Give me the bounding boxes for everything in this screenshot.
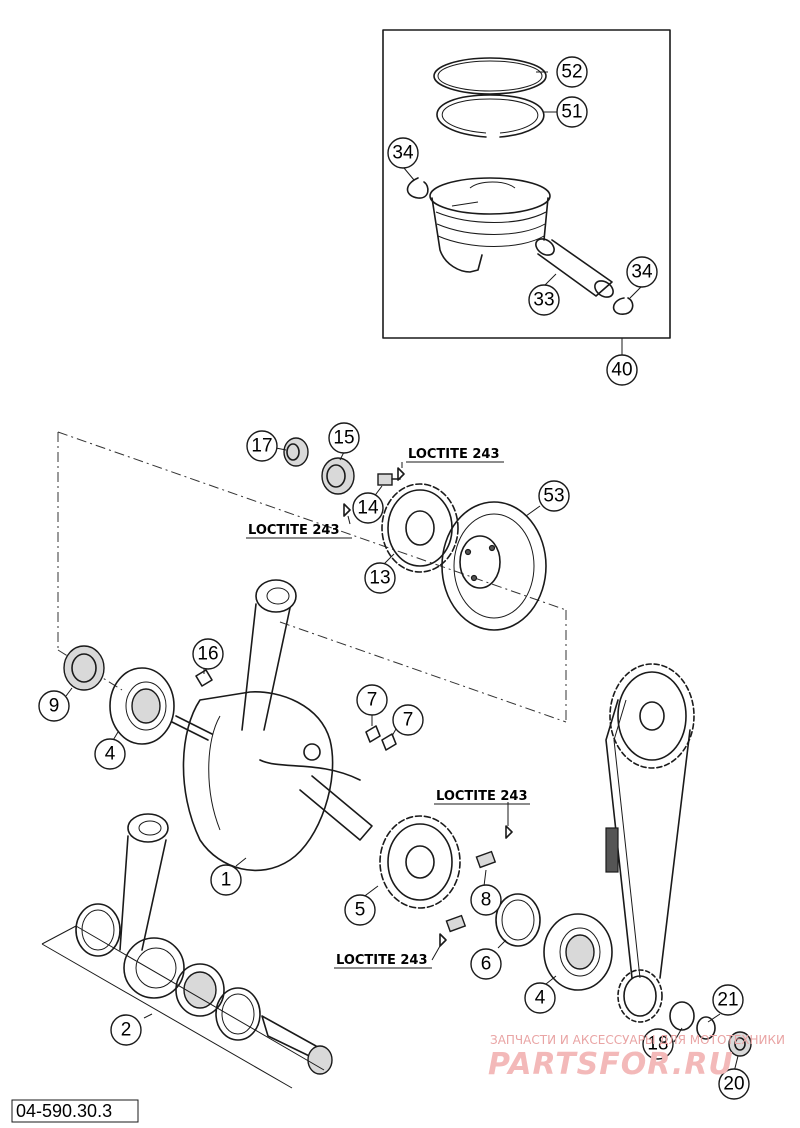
piston <box>429 177 551 273</box>
callout-16: 16 <box>192 638 224 670</box>
washer-21 <box>696 1016 716 1040</box>
callout-9: 9 <box>38 690 70 722</box>
screw-8-lower <box>439 914 467 947</box>
alignment-dash-lines <box>57 431 567 723</box>
svg-text:13: 13 <box>369 568 390 589</box>
callout-7-right: 7 <box>392 704 424 736</box>
keys-7 <box>365 725 397 751</box>
callout-4-right: 4 <box>524 982 556 1014</box>
bracket-2 <box>41 925 325 1089</box>
circlip-right <box>612 297 634 315</box>
callout-1: 1 <box>210 864 242 896</box>
callout-52: 52 <box>556 56 588 88</box>
callout-33: 33 <box>528 284 560 316</box>
seal-9 <box>63 645 105 691</box>
loctite-note-upper-left: LOCTITE 243 <box>248 523 340 538</box>
svg-text:33: 33 <box>533 290 554 311</box>
callout-51: 51 <box>556 96 588 128</box>
callout-20: 20 <box>718 1068 750 1100</box>
callout-7-left: 7 <box>356 684 388 716</box>
svg-text:40: 40 <box>611 360 632 381</box>
gear-5 <box>379 815 461 909</box>
screw-8-upper <box>475 825 513 869</box>
svg-text:15: 15 <box>333 428 354 449</box>
callout-18: 18 <box>642 1028 674 1060</box>
svg-text:7: 7 <box>403 710 414 731</box>
key-16 <box>195 669 213 687</box>
piston-kit-box <box>382 29 671 356</box>
callout-34-right: 34 <box>626 256 658 288</box>
svg-text:4: 4 <box>105 744 116 765</box>
svg-text:17: 17 <box>251 436 272 457</box>
callout-8: 8 <box>470 884 502 916</box>
piston-pin <box>535 238 614 298</box>
callout-40: 40 <box>606 354 638 386</box>
callout-15: 15 <box>328 422 360 454</box>
svg-text:20: 20 <box>723 1074 744 1095</box>
piston-ring-top <box>433 57 547 95</box>
callout-2: 2 <box>110 1014 142 1046</box>
callout-21: 21 <box>712 984 744 1016</box>
flywheel-53 <box>441 501 547 631</box>
leader-lines <box>65 71 739 1073</box>
callout-53: 53 <box>538 480 570 512</box>
thrust-washer-right <box>215 987 261 1041</box>
svg-text:8: 8 <box>481 890 492 911</box>
bearing-17 <box>283 437 309 467</box>
crankshaft-1 <box>171 691 373 872</box>
svg-text:18: 18 <box>647 1034 668 1055</box>
connecting-rod-2 <box>119 813 185 999</box>
svg-text:5: 5 <box>355 900 366 921</box>
svg-text:2: 2 <box>121 1020 132 1041</box>
watermark-brand: PARTSFOR.RU <box>488 1047 734 1082</box>
watermark-caption: ЗАПЧАСТИ И АКСЕССУАРЫ ДЛЯ МОТОТЕХНИКИ <box>490 1033 785 1047</box>
washer-6 <box>495 893 541 947</box>
svg-text:1: 1 <box>221 870 232 891</box>
needle-bearing <box>175 963 225 1017</box>
piston-ring-second <box>436 94 545 138</box>
bearing-4-left <box>109 667 175 745</box>
loctite-note-middle: LOCTITE 243 <box>436 789 528 804</box>
callout-13: 13 <box>364 562 396 594</box>
svg-text:34: 34 <box>631 262 653 283</box>
callout-34-left: 34 <box>387 137 419 169</box>
screw-14 <box>377 473 401 486</box>
svg-text:51: 51 <box>561 102 582 123</box>
callout-5: 5 <box>344 894 376 926</box>
nut-20 <box>728 1031 752 1057</box>
callout-17: 17 <box>246 430 278 462</box>
washer-18 <box>669 1001 695 1031</box>
circlip-left <box>406 177 429 199</box>
callout-14: 14 <box>352 492 384 524</box>
timing-sprocket-upper <box>609 663 695 769</box>
loctite-note-lower: LOCTITE 243 <box>336 953 428 968</box>
svg-text:16: 16 <box>197 644 218 665</box>
timing-sprocket-lower <box>617 969 663 1023</box>
svg-text:4: 4 <box>535 988 546 1009</box>
document-number-box <box>11 1099 139 1123</box>
svg-text:52: 52 <box>561 62 582 83</box>
svg-text:53: 53 <box>543 486 564 507</box>
seal-15 <box>321 457 355 495</box>
document-number: 04-590.30.3 <box>16 1101 112 1121</box>
svg-text:14: 14 <box>357 498 379 519</box>
callout-4-left: 4 <box>94 738 126 770</box>
callout-6: 6 <box>470 948 502 980</box>
key-small-upper <box>343 467 405 517</box>
svg-text:21: 21 <box>717 990 738 1011</box>
svg-text:7: 7 <box>367 690 378 711</box>
crank-pin <box>261 1015 333 1075</box>
svg-text:34: 34 <box>392 143 414 164</box>
loctite-note-upper-right: LOCTITE 243 <box>408 447 500 462</box>
svg-text:9: 9 <box>49 696 60 717</box>
bearing-4-right <box>543 913 613 991</box>
connecting-rod-upper <box>241 579 297 731</box>
svg-text:6: 6 <box>481 954 492 975</box>
timing-chain <box>605 699 691 979</box>
